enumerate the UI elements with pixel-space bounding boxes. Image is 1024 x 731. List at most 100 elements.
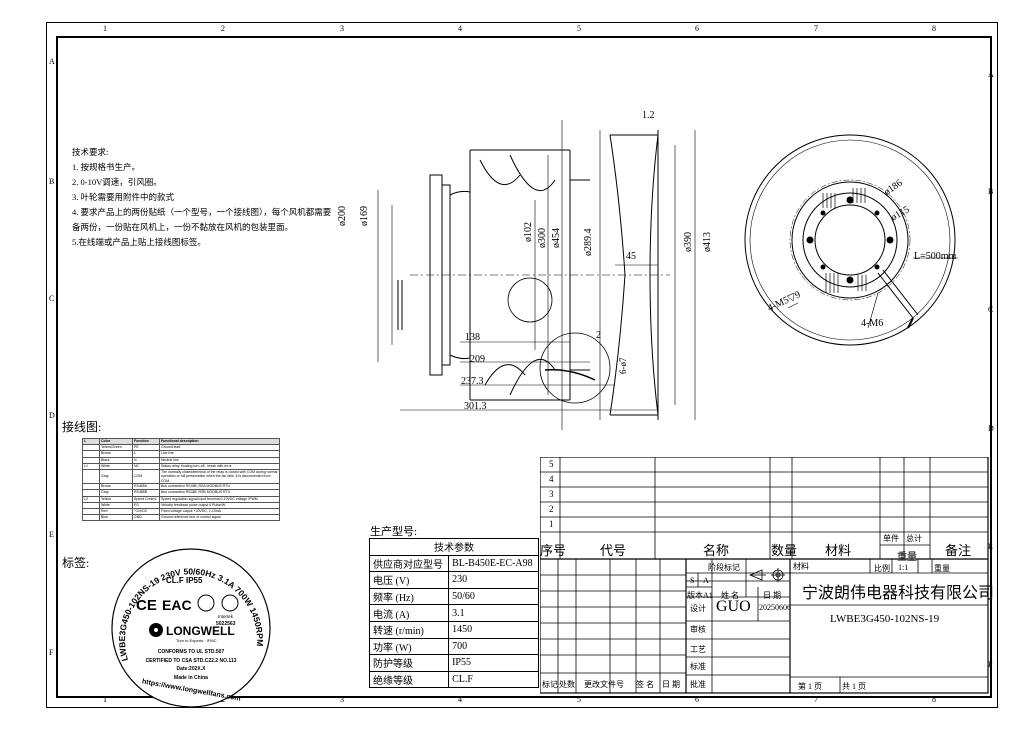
company-name: 宁波朗伟电器科技有限公司 (802, 585, 995, 602)
row-label: A (49, 57, 55, 66)
dim-label: 209 (470, 354, 485, 365)
col-label: 1 (103, 695, 107, 704)
dim-label: 6-ø7 (618, 357, 628, 375)
col-label: 4 (458, 695, 462, 704)
rev-sign-label: 签 名 (636, 680, 654, 689)
designer-name: GUO (716, 598, 751, 615)
cert-number: 5022563 (216, 621, 236, 627)
dim-label: ø289.4 (583, 228, 594, 257)
dim-label: 4-M6 (861, 318, 884, 329)
rev-count-label: 处数 (559, 680, 575, 689)
bom-header-total-weight: 总计 (906, 534, 922, 543)
notes-title: 技术要求: (72, 147, 109, 157)
col-label: 6 (695, 695, 699, 704)
rev-date-label: 日 期 (662, 680, 680, 689)
col-label: 1 (103, 24, 107, 33)
review-label: 审核 (690, 625, 706, 634)
row-label: A (988, 70, 994, 79)
dim-label: 301.3 (464, 401, 487, 412)
row-label: B (49, 177, 55, 186)
note-item: 3. 叶轮需要用附件中的款式 (72, 192, 175, 202)
col-label: 8 (932, 24, 936, 33)
label-title: 标签: (62, 556, 90, 570)
dim-label: ø169 (359, 206, 370, 226)
row-label: C (988, 305, 994, 314)
row-label: F (988, 660, 993, 669)
bom-row-number: 1 (549, 519, 554, 529)
drawing-border (56, 36, 992, 698)
note-item: 2. 0-10V调速，引风圈。 (72, 177, 162, 187)
outer-frame (46, 22, 998, 708)
dim-label: ø390 (683, 232, 694, 252)
bom-header-material: 材料 (825, 543, 852, 558)
title-block (540, 457, 989, 694)
row-label: E (49, 530, 54, 539)
dim-label: ø102 (523, 222, 534, 242)
col-label: 7 (814, 695, 818, 704)
col-label: 3 (340, 695, 344, 704)
dim-label: ø454 (551, 228, 562, 248)
col-label: 7 (814, 24, 818, 33)
ratio-value: 1:1 (898, 563, 909, 572)
note-item: 备两份，一份贴在风机上，一份不黏放在风机的包装里面。 (72, 222, 294, 232)
dim-label: ø200 (337, 206, 348, 226)
material-label: 材料 (793, 562, 809, 571)
label-ul-line: CONFORMS TO UL STD.507 (158, 649, 225, 655)
table-row: 电压 (V)230 (368, 571, 539, 589)
col-label: 5 (577, 24, 581, 33)
rev-doc-label: 更改文件号 (584, 680, 624, 689)
bom-header-remark: 备注 (945, 543, 972, 558)
dim-label: 1.2 (642, 110, 655, 121)
col-label: 8 (932, 695, 936, 704)
note-item: 5.在线端或产品上贴上接线图标签。 (72, 237, 206, 247)
bom-header-seq: 序号 (540, 543, 567, 558)
longwell-fan-icon (149, 623, 163, 637)
dim-label: ø413 (702, 232, 713, 252)
bom-header-weight: 重量 (897, 552, 917, 563)
date-label: 日 期 (763, 591, 781, 600)
eac-mark: EAC (162, 597, 192, 613)
rev-mark-label: 标记 (542, 680, 558, 689)
spec-header: 技术参数 (369, 538, 539, 556)
bom-row-number: 4 (549, 474, 554, 484)
drawing-number: LWBE3G450-102NS-19 (830, 613, 940, 625)
bom-row-number: 3 (549, 489, 554, 499)
label-class: CL.F IP55 (166, 576, 203, 585)
note-item: 1. 按规格书生产。 (72, 162, 141, 172)
table-row: 电流 (A)3.1 (368, 604, 539, 622)
dim-label: 138 (465, 332, 480, 343)
version-label: 版本A1 (687, 591, 713, 600)
row-label: F (49, 648, 54, 657)
etl-mark-icon (221, 594, 239, 612)
row-label: D (988, 424, 994, 433)
col-label: 3 (340, 24, 344, 33)
process-label: 工艺 (690, 645, 706, 654)
row-label: E (988, 542, 993, 551)
col-label: 2 (221, 24, 225, 33)
product-label-sticker: LWBE3G450-102NS-19 230V 50/60Hz 3.1A 700… (111, 548, 271, 708)
dim-label: 2 (596, 330, 601, 341)
front-view-drawing (744, 134, 958, 346)
dim-label: ø300 (537, 228, 548, 248)
design-label: 设计 (690, 604, 706, 613)
side-view-drawing (377, 120, 696, 430)
table-row: 转速 (r/min)1450 (368, 620, 539, 639)
wiring-title: 接线图: (62, 420, 102, 434)
dim-label: 45 (626, 251, 636, 262)
table-row: 功率 (W)700 (368, 637, 539, 656)
design-date: 20250606 (759, 603, 791, 612)
approve-label: 批准 (690, 680, 706, 689)
note-item: 4. 要求产品上的两份贴纸（一个型号，一个接线图），每个风机都需要 (72, 207, 332, 217)
page-total: 共 1 页 (842, 682, 866, 691)
bom-row-number: 2 (549, 504, 554, 514)
model-title: 生产型号: (370, 526, 418, 538)
standard-label: 标准 (690, 662, 706, 671)
